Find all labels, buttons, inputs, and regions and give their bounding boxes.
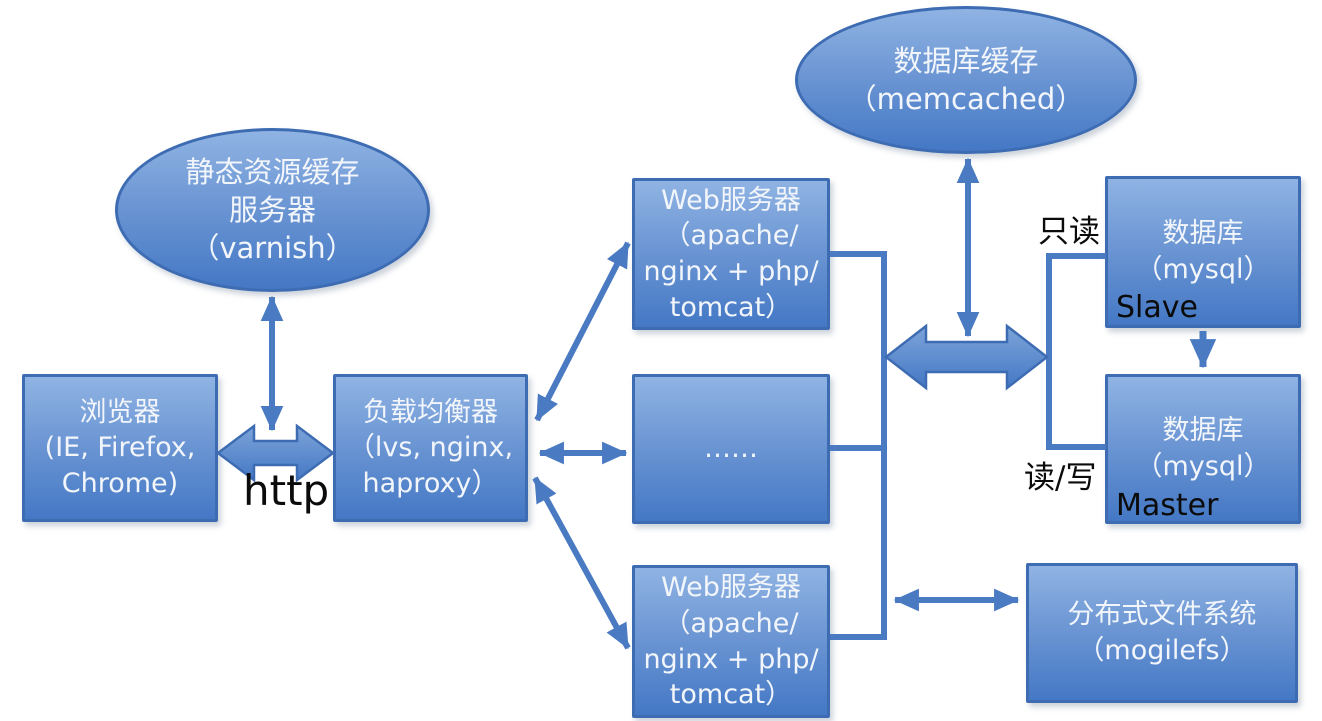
web-servers-bus-line bbox=[830, 251, 887, 640]
node-label: 负载均衡器 （lvs, nginx, haproxy） bbox=[347, 396, 514, 499]
node-label: 分布式文件系统 （mogilefs） bbox=[1067, 599, 1257, 666]
node-web-server-top: Web服务器 （apache/ nginx + php/ tomcat） bbox=[632, 178, 830, 330]
node-label: Web服务器 （apache/ nginx + php/ tomcat） bbox=[643, 184, 819, 323]
edge-label-http: http bbox=[243, 466, 330, 515]
node-label: 数据库缓存 （memcached） bbox=[847, 43, 1085, 116]
node-memcached-cache: 数据库缓存 （memcached） bbox=[795, 6, 1137, 154]
db-bracket-line bbox=[1046, 253, 1106, 450]
db-role-label-slave: Slave bbox=[1116, 290, 1198, 325]
lb-webbottom-arrow bbox=[532, 476, 631, 650]
node-varnish-cache: 静态资源缓存 服务器 （varnish） bbox=[115, 128, 430, 292]
node-label: 数据库 （mysql） bbox=[1135, 415, 1271, 482]
node-distributed-fs: 分布式文件系统 （mogilefs） bbox=[1026, 563, 1298, 703]
node-db-master: 数据库 （mysql） bbox=[1105, 374, 1301, 524]
lb-webtop-arrow bbox=[534, 241, 631, 422]
db-role-label-master: Master bbox=[1116, 488, 1219, 523]
node-label: Web服务器 （apache/ nginx + php/ tomcat） bbox=[643, 572, 819, 711]
node-web-server-bottom: Web服务器 （apache/ nginx + php/ tomcat） bbox=[632, 565, 830, 718]
node-label: …… bbox=[704, 433, 758, 465]
node-more-servers: …… bbox=[632, 374, 830, 524]
node-label: 浏览器 (IE, Firefox, Chrome) bbox=[44, 396, 196, 499]
node-db-slave: 数据库 （mysql） bbox=[1105, 176, 1301, 328]
node-load-balancer: 负载均衡器 （lvs, nginx, haproxy） bbox=[333, 374, 528, 522]
edge-label-read-only: 只读 bbox=[1038, 214, 1100, 250]
node-label: 静态资源缓存 服务器 （varnish） bbox=[185, 154, 360, 266]
node-browser: 浏览器 (IE, Firefox, Chrome) bbox=[22, 374, 218, 522]
db-thick-arrow bbox=[883, 323, 1050, 391]
node-label: 数据库 （mysql） bbox=[1135, 218, 1271, 285]
edge-label-read-write: 读/写 bbox=[1024, 460, 1097, 496]
